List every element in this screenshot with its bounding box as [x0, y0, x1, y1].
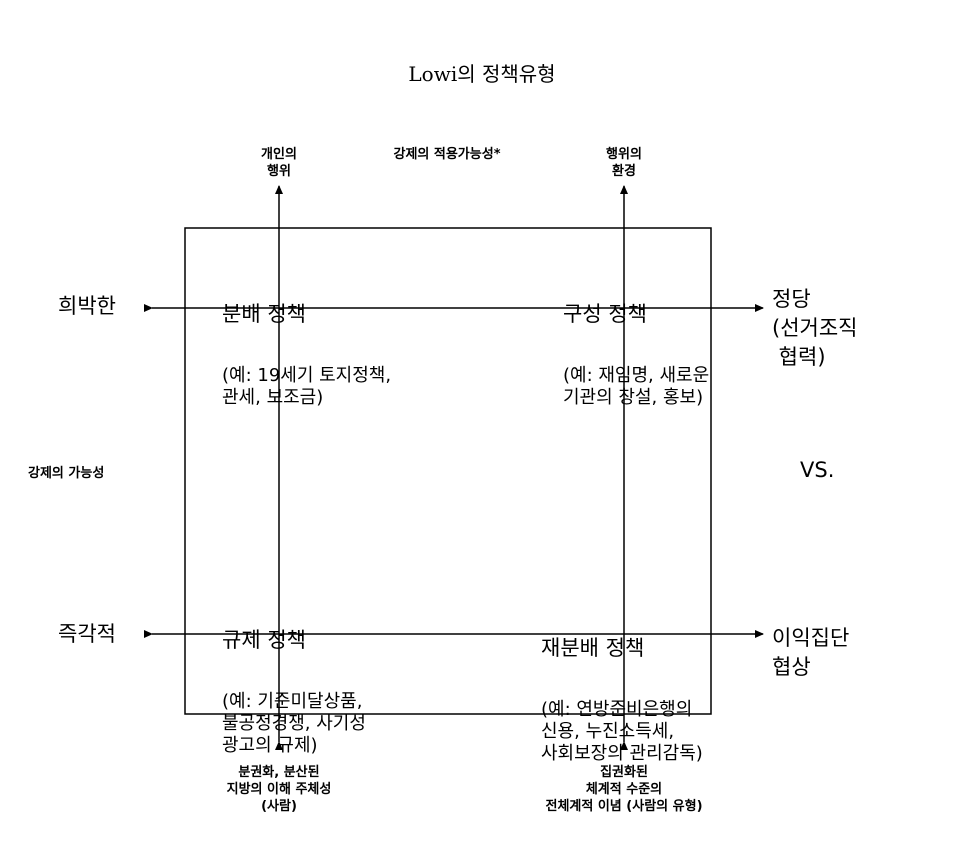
bottom-left-label: 분권화, 분산된 지방의 이해 주체성 (사람)	[226, 765, 332, 814]
cell-regulatory: 규제 정책 (예: 기준미달상품, 불공정경쟁, 사기성 광고의 규제)	[222, 590, 366, 776]
cell-constituent: 구성 정책 (예: 재임명, 새로운 기관의 창설, 홍보)	[563, 264, 709, 428]
bottom-right-label: 집권화된 체계적 수준의 전체계적 이념 (사람의 유형)	[545, 765, 703, 814]
cell-redistributive: 재분배 정책 (예: 연방준비은행의 신용, 누진소득세, 사회보장의 관리감독…	[541, 598, 703, 784]
left-middle-label: 강제의 가능성	[28, 466, 105, 481]
cell-body: (예: 연방준비은행의 신용, 누진소득세, 사회보장의 관리감독)	[541, 699, 703, 764]
cell-heading: 분배 정책	[222, 302, 306, 326]
cell-distributive: 분배 정책 (예: 19세기 토지정책, 관세, 보조금)	[222, 264, 391, 428]
cell-heading: 구성 정책	[563, 302, 647, 326]
quadrant-box	[184, 227, 712, 715]
cell-heading: 규제 정책	[222, 628, 306, 652]
cell-body: (예: 기준미달상품, 불공정경쟁, 사기성 광고의 규제)	[222, 691, 366, 756]
right-middle-label: VS.	[800, 458, 835, 482]
top-center-label: 강제의 적용가능성*	[393, 147, 501, 162]
top-right-label: 행위의 환경	[606, 147, 642, 179]
left-upper-label: 희박한	[58, 294, 116, 318]
diagram-title: Lowi의 정책유형	[408, 62, 556, 86]
right-lower-label: 이익집단 협상	[772, 626, 850, 679]
cell-body: (예: 19세기 토지정책, 관세, 보조금)	[222, 365, 392, 408]
right-upper-label: 정당 (선거조직 협력)	[772, 287, 858, 369]
left-lower-label: 즉각적	[58, 622, 116, 646]
cell-body: (예: 재임명, 새로운 기관의 창설, 홍보)	[563, 365, 710, 408]
top-left-label: 개인의 행위	[261, 147, 297, 179]
cell-heading: 재분배 정책	[541, 636, 645, 660]
